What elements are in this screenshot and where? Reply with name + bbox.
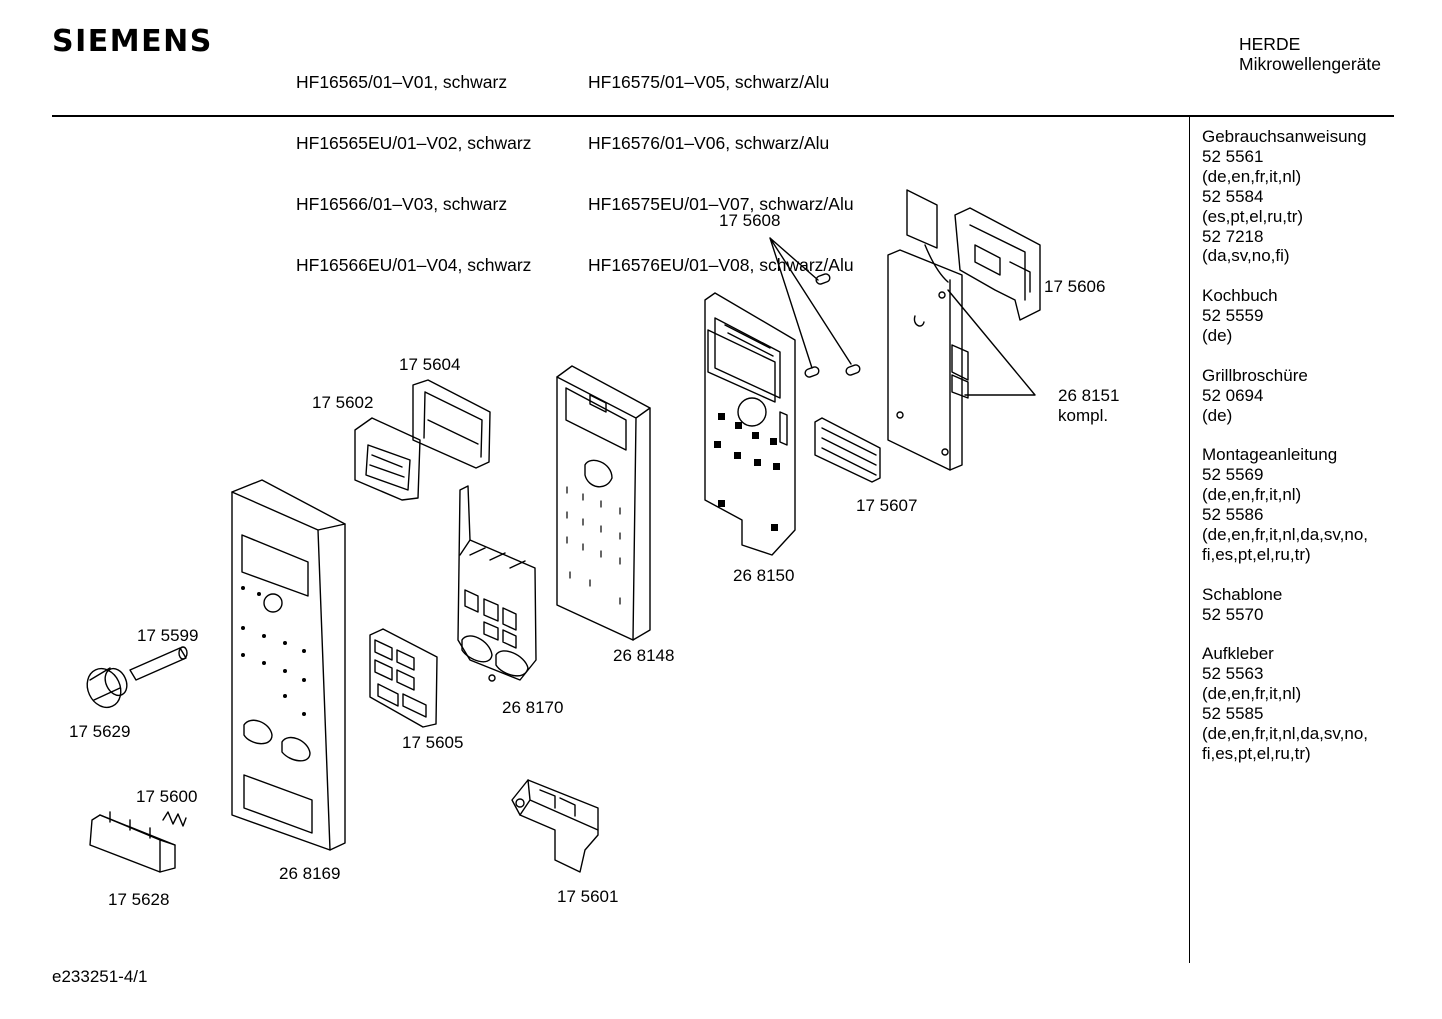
model-item: HF16576EU/01–V08, schwarz/Alu (588, 255, 854, 276)
part-label-268148: 26 8148 (613, 646, 675, 665)
siemens-logo: SIEMENS (52, 24, 213, 59)
document-line: 52 5585 (1202, 704, 1264, 724)
category-block: HERDE Mikrowellengeräte (1239, 34, 1381, 75)
category-subtitle: Mikrowellengeräte (1239, 54, 1382, 75)
ribbon-cable-part[interactable] (814, 417, 881, 483)
document-title: Gebrauchsanweisung (1202, 127, 1367, 146)
document-line: (de,en,fr,it,nl,da,sv,no, (1202, 525, 1368, 545)
document-title: Grillbroschüre (1202, 365, 1308, 385)
model-list-left: HF16565/01–V01, schwarz HF16565EU/01–V02… (296, 31, 531, 296)
model-item: HF16575/01–V05, schwarz/Alu (588, 71, 830, 92)
electronics-board-part[interactable] (704, 292, 796, 556)
document-line: (es,pt,el,ru,tr) (1202, 206, 1304, 226)
front-panel-part[interactable] (231, 479, 346, 851)
shaft-part[interactable] (129, 646, 188, 681)
model-item: HF16565/01–V01, schwarz (296, 71, 508, 92)
part-label-175629: 17 5629 (69, 722, 131, 741)
document-line: 52 5561 (1202, 146, 1264, 166)
document-title: Montageanleitung (1202, 445, 1338, 465)
document-line: (de,en,fr,it,nl) (1202, 684, 1302, 704)
document-title: Kochbuch (1202, 286, 1278, 306)
document-line: (de) (1202, 326, 1233, 346)
document-line: 52 5563 (1202, 664, 1264, 684)
exploded-parts-diagram (81, 189, 1041, 873)
part-label-268170: 26 8170 (502, 698, 564, 717)
part-label-268150: 26 8150 (733, 566, 795, 585)
document-title: Aufkleber (1202, 644, 1274, 664)
document-line: fi,es,pt,el,ru,tr) (1202, 544, 1311, 564)
part-label-268169: 26 8169 (279, 864, 341, 883)
control-cover-part[interactable] (556, 365, 651, 641)
sidebar-divider (1189, 117, 1190, 963)
document-line: (de,en,fr,it,nl) (1202, 485, 1302, 505)
display-window-part[interactable] (354, 417, 421, 501)
model-item: HF16566/01–V03, schwarz (296, 194, 508, 215)
part-label-175606: 17 5606 (1044, 277, 1106, 296)
pins-part[interactable] (769, 237, 861, 378)
diagram-id: e233251-4/1 (52, 967, 148, 986)
document-line: (de,en,fr,it,nl,da,sv,no, (1202, 724, 1368, 744)
model-list-right: HF16575/01–V05, schwarz/Alu HF16576/01–V… (588, 31, 854, 296)
model-item: HF16565EU/01–V02, schwarz (296, 133, 532, 154)
power-board-part[interactable] (887, 189, 1036, 471)
document-line: 52 5586 (1202, 505, 1264, 525)
part-label-175604: 17 5604 (399, 355, 461, 374)
document-line: 52 5570 (1202, 604, 1264, 624)
keypad-membrane-part[interactable] (369, 628, 438, 728)
latch-bracket-part[interactable] (954, 207, 1041, 321)
model-item: HF16576/01–V06, schwarz/Alu (588, 133, 830, 154)
knob-part[interactable] (81, 663, 131, 713)
display-frame-part[interactable] (412, 379, 491, 469)
part-label-175602: 17 5602 (312, 393, 374, 412)
latch-housing-part[interactable] (511, 779, 599, 873)
door-button-part[interactable] (89, 811, 176, 873)
document-line: (de) (1202, 405, 1233, 425)
spring-part[interactable] (162, 811, 187, 827)
document-line: 52 5584 (1202, 186, 1264, 206)
part-label-268151-note: kompl. (1058, 406, 1109, 425)
category-title: HERDE (1239, 34, 1301, 54)
part-label-175628: 17 5628 (108, 890, 170, 909)
document-line: 52 7218 (1202, 226, 1264, 246)
part-label-175605: 17 5605 (402, 733, 464, 752)
document-line: fi,es,pt,el,ru,tr) (1202, 744, 1311, 764)
document-line: (de,en,fr,it,nl) (1202, 166, 1302, 186)
part-label-175600: 17 5600 (136, 787, 198, 806)
document-line: 52 5569 (1202, 465, 1264, 485)
header-divider (52, 115, 1394, 117)
document-line: 52 0694 (1202, 385, 1264, 405)
part-label-175601: 17 5601 (557, 887, 619, 906)
document-line: 52 5559 (1202, 306, 1264, 326)
part-label-268151: 26 8151 (1058, 386, 1120, 405)
part-label-175599: 17 5599 (137, 626, 199, 645)
document-line: (da,sv,no,fi) (1202, 246, 1290, 266)
button-carrier-part[interactable] (457, 485, 537, 682)
part-label-175608: 17 5608 (719, 211, 781, 230)
document-title: Schablone (1202, 584, 1283, 604)
part-label-175607: 17 5607 (856, 496, 918, 515)
model-item: HF16575EU/01–V07, schwarz/Alu (588, 194, 854, 215)
model-item: HF16566EU/01–V04, schwarz (296, 255, 532, 276)
